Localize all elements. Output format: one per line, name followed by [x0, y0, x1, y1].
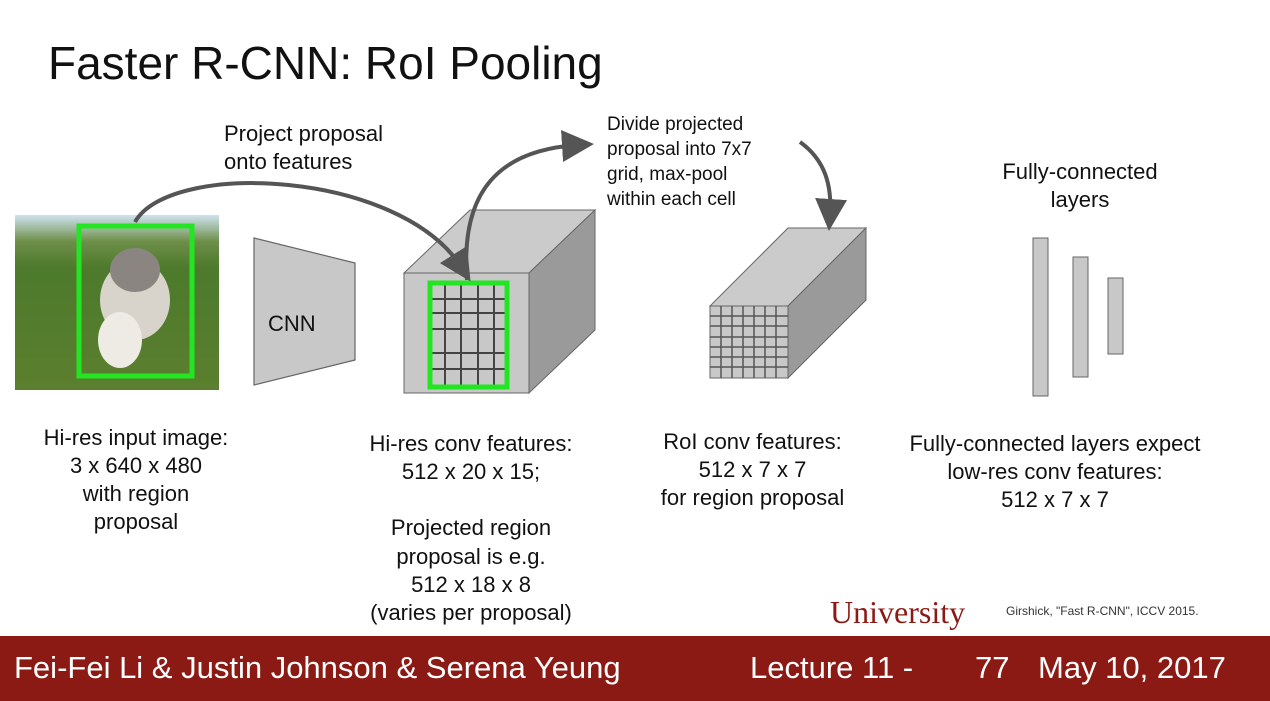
input-caption: Hi-res input image: 3 x 640 x 480 with r…: [43, 425, 229, 535]
footer-page: 77: [975, 650, 1010, 685]
watermark-university: University: [830, 594, 966, 630]
cnn-label: CNN: [268, 311, 316, 336]
cnn-trapezoid: [253, 237, 356, 386]
fc-layers: [1032, 237, 1124, 397]
project-annotation: Project proposal onto features: [224, 121, 383, 175]
fc-layer-2: [1072, 256, 1089, 378]
roi-caption: RoI conv features: 512 x 7 x 7 for regio…: [660, 429, 845, 511]
region-proposal-box: [76, 223, 195, 379]
slide-title: Faster R-CNN: RoI Pooling: [48, 37, 603, 89]
projected-proposal-box: [427, 280, 510, 390]
footer-authors: Fei-Fei Li & Justin Johnson & Serena Yeu…: [14, 650, 621, 685]
fc-layer-1: [1032, 237, 1049, 397]
arrows: [133, 130, 848, 282]
conv-caption: Hi-res conv features: 512 x 20 x 15; Pro…: [369, 431, 573, 625]
fc-header: Fully-connected layers: [1002, 159, 1158, 213]
input-cat-image: [15, 215, 219, 390]
fc-caption: Fully-connected layers expect low-res co…: [909, 431, 1201, 513]
fc-layer-3: [1107, 277, 1124, 355]
divide-annotation: Divide projected proposal into 7x7 grid,…: [607, 114, 752, 211]
project-arrow: [133, 181, 471, 282]
footer-date: May 10, 2017: [1038, 650, 1226, 685]
citation: Girshick, "Fast R-CNN", ICCV 2015.: [1006, 604, 1199, 618]
roi-features-cube: [708, 226, 868, 380]
diagram: [15, 130, 1124, 397]
divide-arrow: [464, 130, 594, 281]
footer-bar: Fei-Fei Li & Justin Johnson & Serena Yeu…: [0, 636, 1270, 701]
footer-lecture: Lecture 11 -: [750, 650, 914, 685]
roi-arrow: [798, 140, 848, 231]
